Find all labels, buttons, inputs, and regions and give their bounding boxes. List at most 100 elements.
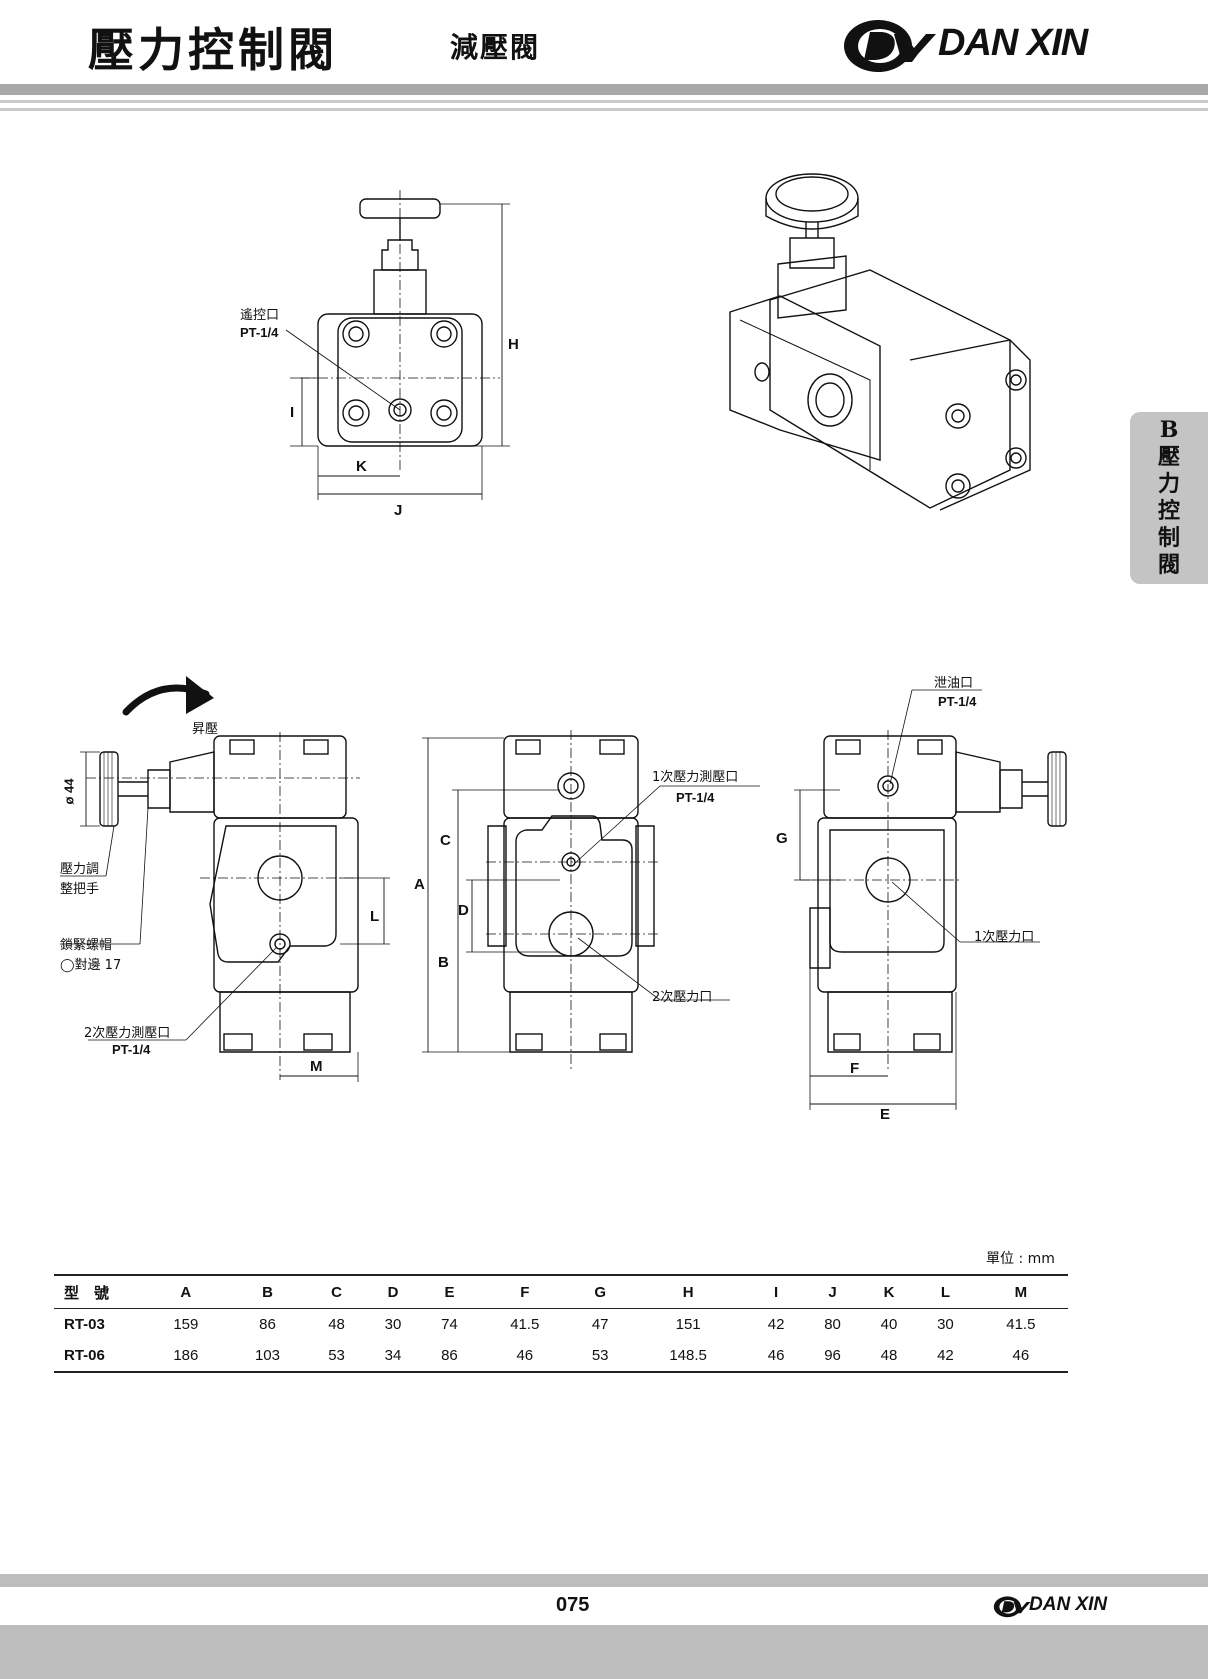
table-cell: 86 — [259, 1316, 276, 1333]
table-cell: 41.5 — [510, 1316, 540, 1333]
table-cell: 42 — [937, 1347, 954, 1364]
col-header: C — [308, 1275, 365, 1309]
section-tab-char: 壓 — [1157, 444, 1180, 470]
lock-nut-label-1: 鎖緊螺帽 — [60, 938, 113, 953]
brand-name: DAN XIN — [938, 22, 1088, 64]
table-cell: 47 — [591, 1316, 609, 1333]
col-header: M — [973, 1275, 1068, 1309]
table-cell: 48 — [328, 1316, 345, 1333]
dim-d: D — [458, 902, 469, 919]
header-rule — [0, 84, 1208, 95]
primary-gauge-label: 1次壓力測壓口 — [652, 770, 739, 785]
secondary-gauge-label: 2次壓力測壓口 — [84, 1026, 171, 1041]
secondary-gauge-spec: PT-1/4 — [112, 1042, 151, 1057]
brand-logo: DAN XIN — [842, 14, 1122, 74]
table-cell: 53 — [591, 1347, 609, 1364]
col-header: K — [860, 1275, 918, 1309]
table-cell: 96 — [824, 1347, 841, 1364]
section-tab: B 壓 力 控 制 閥 — [1130, 412, 1208, 584]
dim-b: B — [438, 954, 449, 971]
danxin-logo-icon — [844, 20, 936, 72]
section-tab-char: 制 — [1157, 525, 1180, 551]
dim-h: H — [508, 336, 519, 353]
isometric-view — [729, 173, 1031, 511]
page-number: 075 — [556, 1594, 590, 1616]
table-cell-model: RT-06 — [64, 1347, 105, 1364]
adjust-handle-label-1: 壓力調 — [60, 862, 100, 877]
dim-k: K — [356, 458, 367, 475]
table-cell: 48 — [880, 1347, 898, 1364]
table-cell: 40 — [880, 1316, 898, 1333]
table-row: RT-03 159 86 48 30 74 41.5 47 151 42 80 … — [54, 1309, 1068, 1341]
footer-logo: DAN XIN — [993, 1591, 1123, 1621]
dim-l: L — [370, 908, 380, 925]
table-cell: 103 — [254, 1347, 280, 1364]
table-cell: 74 — [441, 1316, 458, 1333]
left-side-view — [60, 732, 390, 1082]
col-header: B — [226, 1275, 309, 1309]
right-side-view — [794, 689, 1067, 1110]
col-header: F — [477, 1275, 572, 1309]
table-cell-model: RT-03 — [64, 1316, 105, 1333]
table-cell: 30 — [384, 1316, 402, 1333]
table-cell: 80 — [824, 1316, 841, 1333]
section-tab-char: 閥 — [1157, 552, 1180, 578]
dim-m: M — [310, 1058, 323, 1075]
col-header: I — [747, 1275, 805, 1309]
raise-pressure-label: 昇壓 — [192, 722, 219, 737]
col-header: E — [421, 1275, 478, 1309]
table-cell: 86 — [441, 1347, 458, 1364]
section-tab-letter: B — [1159, 417, 1179, 443]
table-cell: 148.5 — [669, 1347, 707, 1364]
adjust-handle-label-2: 整把手 — [60, 882, 100, 897]
table-cell: 30 — [937, 1316, 954, 1333]
drain-port-spec: PT-1/4 — [938, 694, 977, 709]
col-header: H — [628, 1275, 748, 1309]
table-cell: 34 — [384, 1347, 402, 1364]
col-header: L — [917, 1275, 974, 1309]
lock-nut-label-2: ◯對邊 17 — [60, 958, 122, 973]
dim-g: G — [776, 830, 788, 847]
footer-band — [0, 1625, 1208, 1679]
dim-e: E — [880, 1106, 891, 1123]
dim-i: I — [290, 404, 295, 421]
footer-brand-name: DAN XIN — [1029, 1594, 1108, 1615]
remote-port-spec: PT-1/4 — [240, 325, 279, 340]
table-cell: 46 — [1012, 1347, 1030, 1364]
top-front-view — [285, 190, 510, 500]
dim-a: A — [414, 876, 425, 893]
footer-rule — [0, 1574, 1208, 1587]
table-cell: 53 — [328, 1347, 345, 1364]
secondary-port-label: 2次壓力口 — [652, 990, 713, 1005]
dim-c: C — [440, 832, 451, 849]
dia-44-label: ø 44 — [61, 778, 77, 805]
page-title: 壓力控制閥 — [88, 23, 338, 77]
col-header-model: 型 號 — [54, 1275, 145, 1309]
table-cell: 151 — [675, 1316, 701, 1333]
page-subtitle: 減壓閥 — [450, 31, 541, 64]
dim-f: F — [850, 1060, 860, 1077]
table-header-row: 型 號 A B C D E F G H I J K L M — [54, 1275, 1068, 1309]
dimension-table: 型 號 A B C D E F G H I J K L M RT-03 159 … — [54, 1274, 1068, 1373]
primary-gauge-spec: PT-1/4 — [676, 790, 715, 805]
unit-label: 單位 : mm — [986, 1251, 1055, 1267]
section-tab-char: 力 — [1157, 471, 1180, 497]
col-header: D — [364, 1275, 422, 1309]
header-rule-thin — [0, 100, 1208, 103]
remote-port-label: 遙控口 — [240, 308, 280, 323]
col-header: J — [804, 1275, 861, 1309]
primary-port-label: 1次壓力口 — [974, 930, 1035, 945]
table-cell: 42 — [767, 1316, 785, 1333]
table-cell: 186 — [173, 1347, 199, 1364]
col-header: G — [571, 1275, 629, 1309]
col-header: A — [145, 1275, 227, 1309]
front-view — [422, 730, 760, 1070]
table-cell: 159 — [173, 1316, 199, 1333]
table-cell: 41.5 — [1006, 1316, 1036, 1333]
section-tab-char: 控 — [1157, 498, 1180, 524]
danxin-logo-icon — [993, 1596, 1031, 1618]
table-row: RT-06 186 103 53 34 86 46 53 148.5 46 96… — [54, 1340, 1068, 1372]
table-cell: 46 — [516, 1347, 534, 1364]
table-cell: 46 — [767, 1347, 785, 1364]
drain-port-label: 泄油口 — [934, 676, 974, 691]
